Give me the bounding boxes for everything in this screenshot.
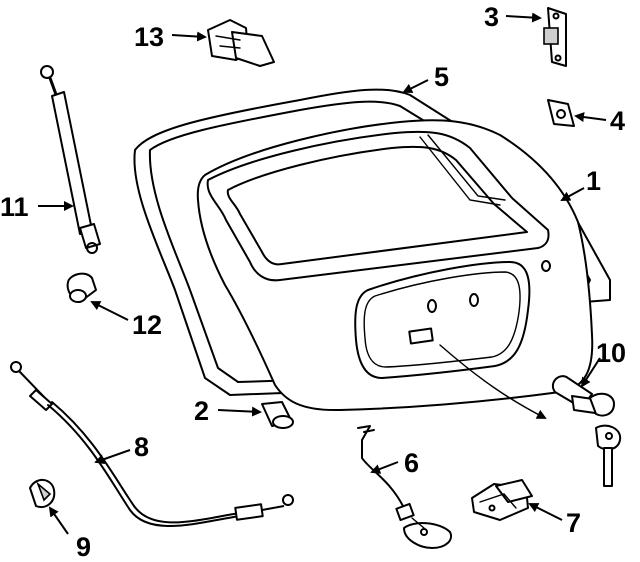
part-9-clip (29, 479, 56, 508)
part-8-cable (10, 361, 294, 527)
callout-6: 6 (404, 448, 419, 478)
part-7-latch-assembly (471, 479, 533, 521)
callout-9: 9 (76, 532, 91, 562)
callout-5: 5 (434, 62, 449, 92)
part-10-lock-cylinder (551, 375, 622, 487)
callout-4: 4 (610, 106, 625, 136)
part-3-striker (543, 7, 567, 67)
callout-3: 3 (484, 2, 499, 32)
callout-7: 7 (566, 508, 581, 538)
part-12-ball-stud (66, 272, 97, 303)
part-5-weatherstrip (133, 88, 611, 396)
callout-13: 13 (134, 22, 164, 52)
callout-12: 12 (132, 310, 162, 340)
part-4-pad (547, 99, 575, 127)
callout-11: 11 (0, 192, 29, 222)
callout-1: 1 (586, 166, 601, 196)
part-1-liftgate (196, 119, 594, 412)
callout-2: 2 (194, 396, 209, 426)
part-11-lift-support (40, 65, 101, 254)
part-2-bumper (261, 401, 294, 429)
part-13-hinge (207, 19, 275, 67)
callout-8: 8 (134, 432, 149, 462)
part-6-latch (357, 425, 452, 549)
callout-10: 10 (596, 338, 626, 368)
